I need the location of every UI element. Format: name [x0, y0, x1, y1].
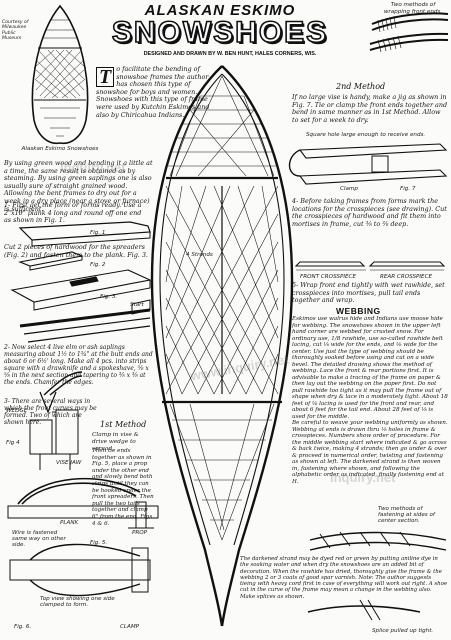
webbing-paragraph: Eskimos use walrus hide and Indians use …	[292, 316, 448, 420]
fig4-vise-drawing	[29, 371, 83, 470]
splice-note: Splice pulled up tight.	[372, 628, 434, 634]
main-snowshoe-drawing	[150, 65, 294, 627]
strands-label: 4 Strands	[186, 252, 213, 258]
fig7-label: Fig. 7	[400, 186, 416, 192]
square-hole-label: Square hole large enough to receive ends…	[306, 132, 426, 138]
fig5-label: Fig. 5.	[90, 540, 108, 546]
method-1-then-text: Then tie ends together as shown in Fig. …	[92, 448, 154, 527]
fig3-label: Fig. 3.	[100, 294, 118, 300]
fig6-clamp-drawing	[9, 543, 151, 597]
step-1-paragraph: 1- First get the form or forms ready. Us…	[4, 201, 142, 225]
fig2-spreader-drawing	[18, 251, 84, 271]
step-3-paragraph: 3- There are several ways in which the f…	[4, 398, 97, 427]
crosspieces-drawing	[294, 261, 446, 271]
top-left-snowshoe-drawing	[31, 4, 89, 145]
intro-drop-cap: T	[96, 67, 115, 87]
fig6-label: Fig. 6.	[14, 624, 32, 630]
front-crosspiece-label: FRONT CROSSPIECE	[300, 274, 356, 280]
top-right-wrapping-drawing	[369, 12, 449, 53]
intro-text: o facilitate the bending of snowshoe fra…	[96, 65, 210, 119]
watermark: inquiry.net	[330, 470, 396, 485]
splice-drawing	[307, 599, 421, 621]
step-2-paragraph: 2- Now select 4 live elm or ash saplings…	[4, 344, 153, 387]
cut-spreaders-paragraph: Cut 2 pieces of hardwood for the spreade…	[4, 243, 148, 259]
wire-note: Wire is fastened same way on other side.	[12, 530, 66, 548]
webbing-heading: WEBBING	[336, 306, 381, 316]
top-right-caption: Two methods of wrapping front ends.	[383, 2, 443, 15]
step-5-paragraph: 5- Wrap front end tightly with wet rawhi…	[292, 281, 445, 305]
clamp-label: CLAMP	[120, 624, 140, 630]
watermark: inquiry.net	[60, 160, 126, 175]
fig1-label: Fig. 1	[90, 230, 106, 236]
vise-jaw-label: VISE JAW	[56, 460, 82, 466]
method-2-heading: 2nd Method	[336, 82, 386, 91]
step-4-paragraph: 4- Before taking frames from forms mark …	[292, 197, 447, 228]
fig3-form-drawing	[10, 269, 152, 311]
rear-crosspiece-label: REAR CROSSPIECE	[380, 274, 433, 280]
fig2-label: Fig. 2	[90, 262, 106, 268]
fig7-clamp-label: Clamp	[340, 186, 358, 192]
toe-fastening-drawing	[309, 531, 447, 551]
courtesy-note: Courtesy of Milwaukee Public Museum	[2, 20, 29, 42]
fig7-jig-drawing	[288, 143, 448, 185]
steam-paragraph: By using green wood and bending it a lit…	[4, 159, 153, 213]
prop-label: PROP	[132, 530, 148, 536]
final-paragraph: The darkened strand may be dyed red or g…	[240, 556, 448, 600]
sapling-strips-drawing	[19, 299, 151, 343]
webbing-paragraph-2: Be careful to weave your webbing uniform…	[292, 420, 448, 485]
method-2-text: If no large vise is handy, make a jig as…	[292, 93, 448, 124]
top-view-caption: Top view showing one side clamped to for…	[40, 596, 115, 608]
plank-label: PLANK	[60, 520, 79, 526]
two-methods-toe-caption: Two methods of fastening at sides of cen…	[378, 506, 435, 524]
byline: DESIGNED AND DRAWN BY W. BEN HUNT, HALES…	[143, 51, 317, 57]
fig1-plank-drawing	[18, 221, 151, 247]
top-left-caption: Alaskan Eskimo Snowshoes	[21, 146, 99, 152]
method-1-heading: 1st Method	[100, 420, 147, 429]
start-label: Start	[130, 302, 144, 308]
fig5-bend-drawing	[7, 477, 159, 529]
title-line-1: ALASKAN ESKIMO	[144, 2, 296, 19]
wedge-label: WEDGE	[6, 408, 28, 414]
method-1-clamp-text: Clamp in vise & drive wedge to spread.	[92, 432, 139, 452]
fig4-label: Fig 4	[6, 440, 20, 446]
title-line-2: SNOWSHOES	[111, 15, 329, 50]
